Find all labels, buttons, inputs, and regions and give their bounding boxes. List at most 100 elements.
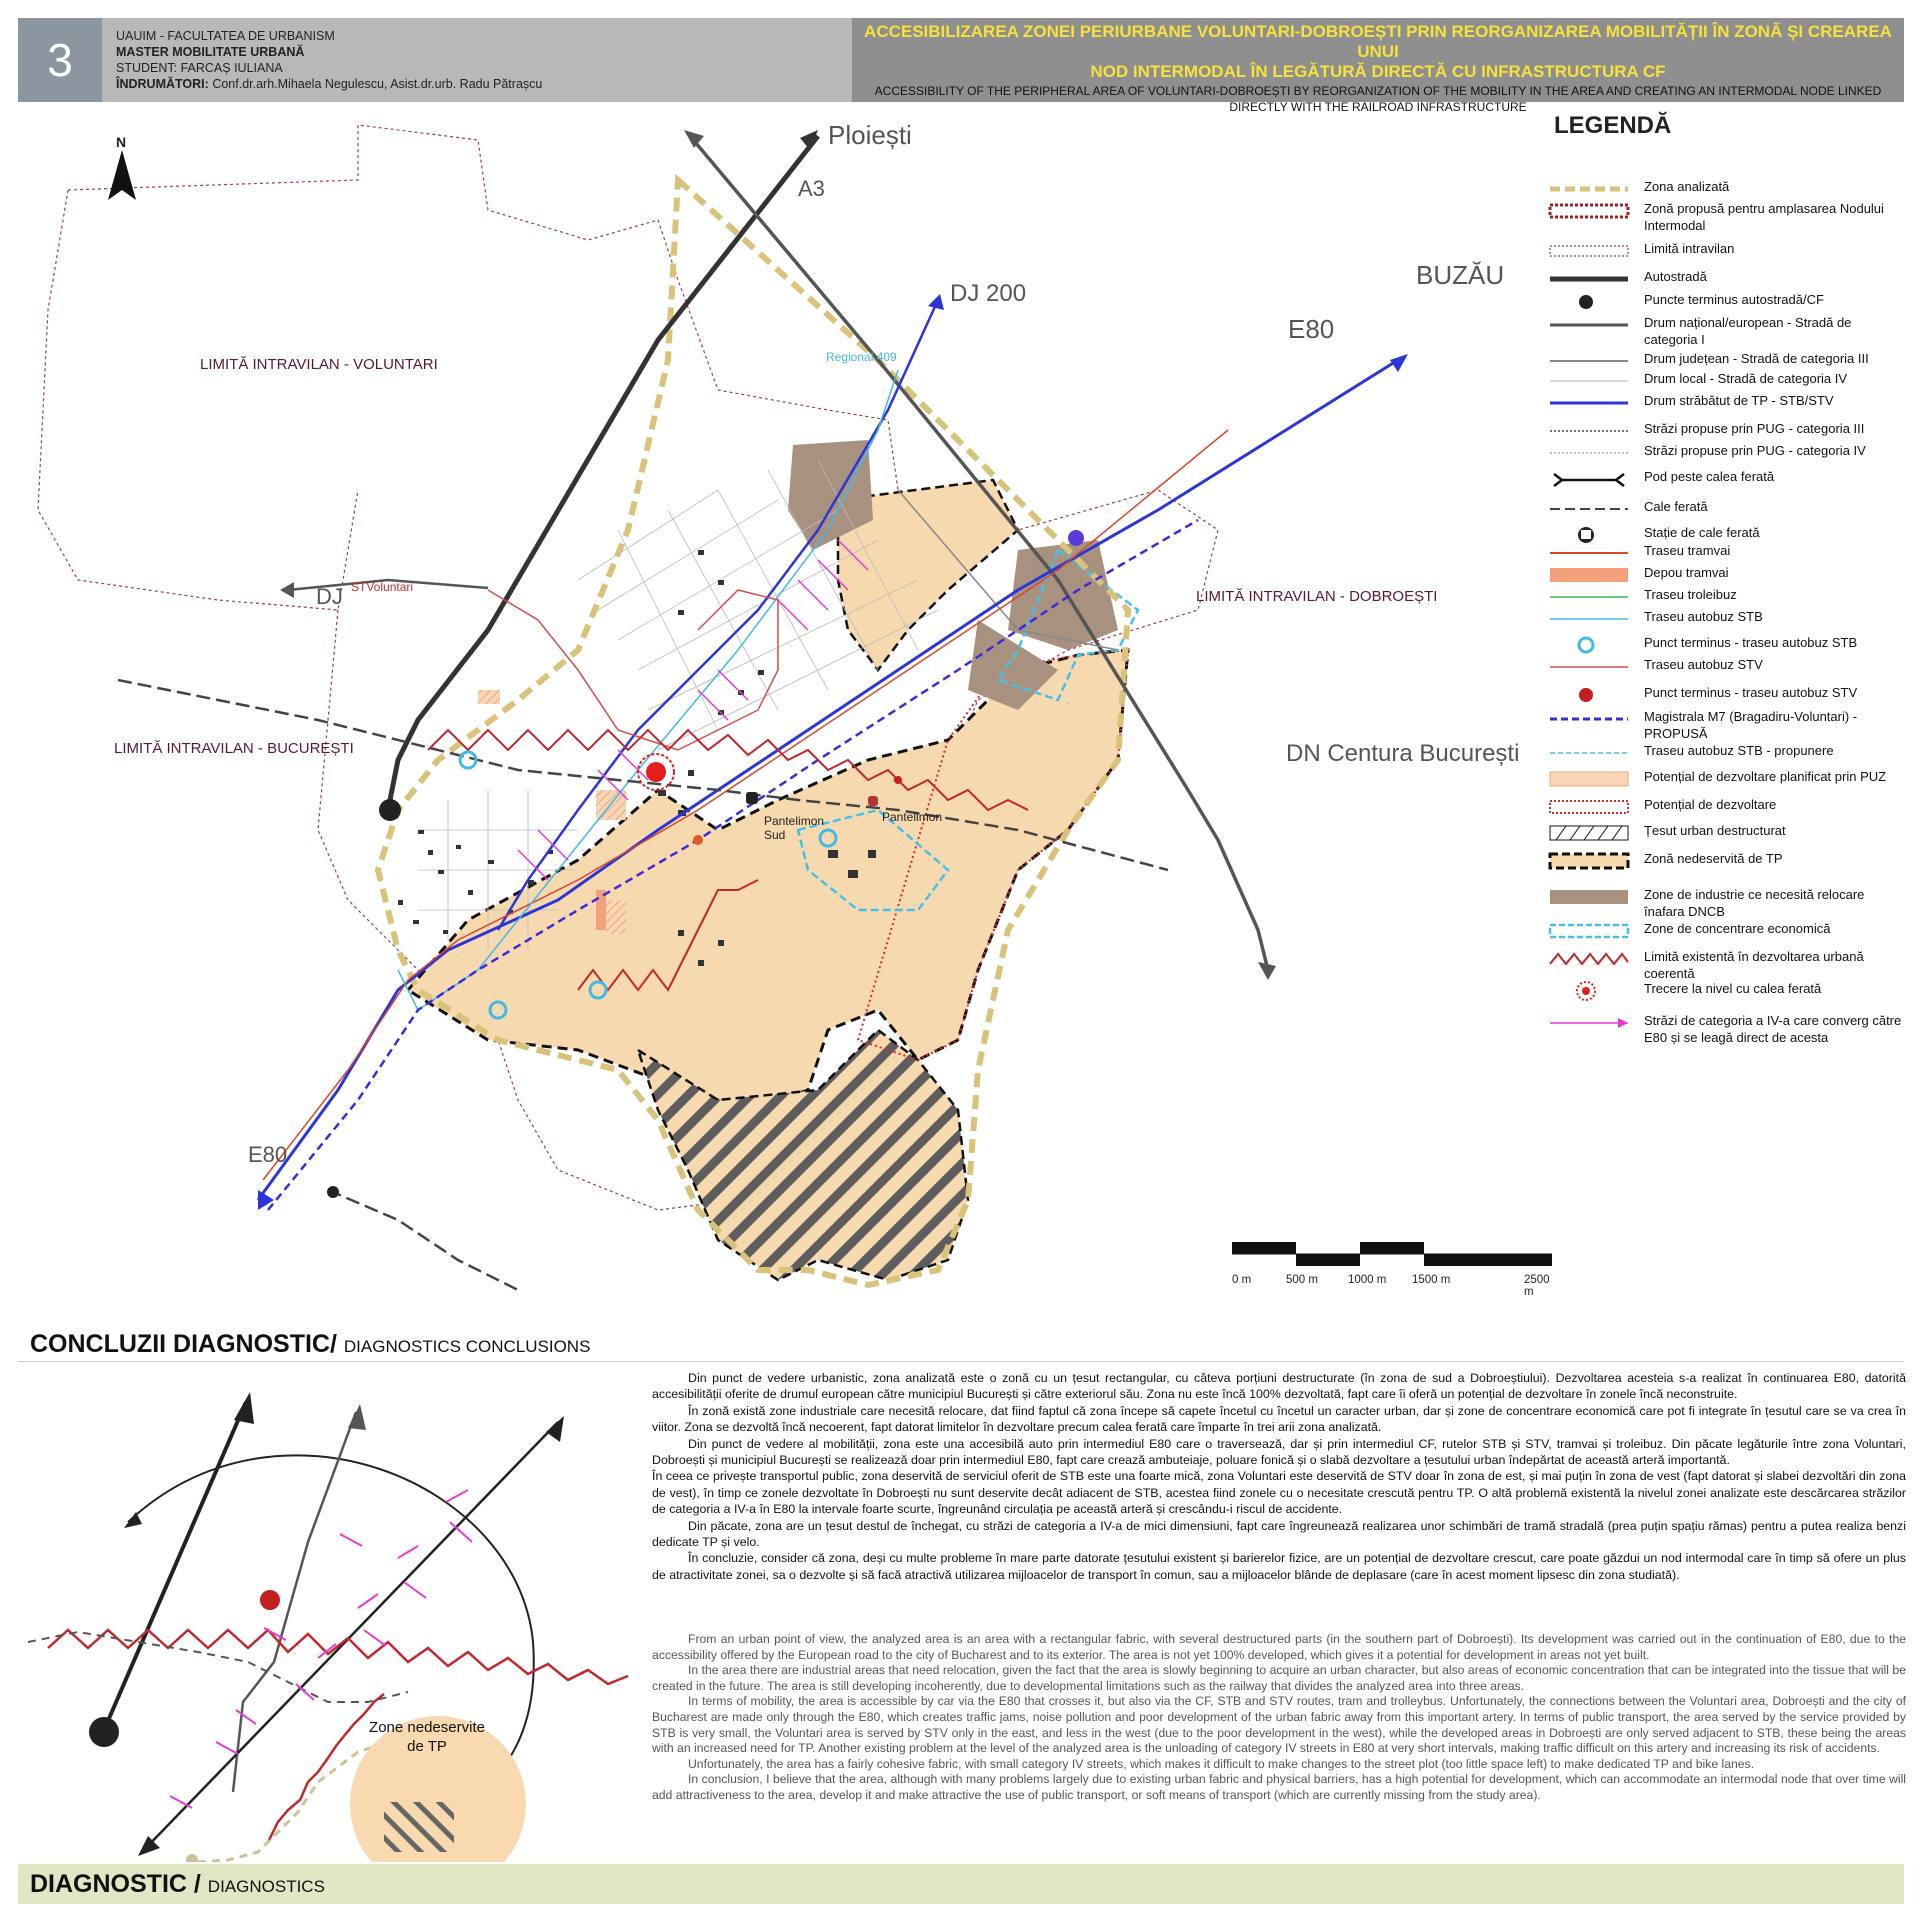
north-label: N [116, 134, 127, 150]
ro-paragraph-4: În ceea ce privește transportul public, … [652, 1469, 1906, 1517]
legend-label: Stație de cale ferată [1644, 525, 1760, 540]
legend-symbol-zona-propusa [1546, 200, 1632, 220]
terminus-stb-3 [588, 980, 608, 1000]
legend-symbol-puncte-terminus [1546, 291, 1632, 311]
industrie-2 [1008, 540, 1118, 650]
diagram-e80 [141, 1421, 559, 1853]
legend-label: Limită intravilan [1644, 241, 1735, 256]
diagram-a3 [102, 1401, 248, 1731]
terminus-stb-1 [458, 750, 478, 770]
arrow-dj [280, 582, 294, 598]
arrow-e80 [258, 1190, 274, 1210]
legend-item-stb-propunere: Traseu autobuz STB - propunere [1540, 742, 1910, 762]
tram-route [262, 429, 1229, 1181]
legend-label: Țesut urban destructurat [1644, 823, 1786, 838]
legend-label: Cale ferată [1644, 499, 1708, 514]
arrow-ploiesti [800, 130, 818, 150]
tesut-destructurat [635, 1028, 970, 1282]
legend-item-traseu-troleibuz: Traseu troleibuz [1540, 586, 1910, 606]
legend-item-drum-national: Drum național/european - Stradă de categ… [1540, 314, 1910, 347]
terminus-cf [327, 1186, 339, 1198]
legend-symbol-traseu-tramvai [1546, 542, 1632, 562]
legend-label: Autostradă [1644, 269, 1707, 284]
legend-item-puncte-terminus: Puncte terminus autostradă/CF [1540, 291, 1910, 311]
diagram-arc-arrow-2 [124, 1512, 142, 1528]
conclusions-header: CONCLUZII DIAGNOSTIC/ DIAGNOSTICS CONCLU… [18, 1322, 1904, 1362]
legend-symbol-stb-propunere [1546, 742, 1632, 762]
diagram-hatch [384, 1802, 454, 1852]
legend-item-limita-intravilan: Limită intravilan [1540, 240, 1910, 260]
label-limit-bucuresti: LIMITĂ INTRAVILAN - BUCUREȘTI [114, 740, 354, 757]
legend-symbol-strazi-puz-3 [1546, 420, 1632, 440]
ro-paragraph-6: În concluzie, consider că zona, deși cu … [652, 1551, 1906, 1582]
diagram-unserved-label: Zone nedeservite de TP [369, 1719, 485, 1755]
en-paragraph-3: In terms of mobility, the area is access… [652, 1694, 1906, 1756]
limita-dezvoltare-1 [427, 728, 1029, 812]
dn-centura [876, 358, 1270, 971]
scale-label-500: 500 m [1286, 1274, 1318, 1286]
legend-label: Străzi de categoria a IV-a care converg … [1644, 1013, 1902, 1045]
conclusions-title-en: DIAGNOSTICS CONCLUSIONS [343, 1337, 591, 1356]
potential-puz-2 [478, 690, 500, 704]
legend-item-strazi-converg: Străzi de categoria a IV-a care converg … [1540, 1012, 1910, 1045]
limit-bucuresti [317, 609, 779, 1211]
legend-item-tesut-destructurat: Țesut urban destructurat [1540, 822, 1910, 842]
scale-label-2500: 2500 m [1524, 1274, 1550, 1298]
zone-nedeservita-south [405, 648, 1130, 1112]
legend-item-autostrada: Autostradă [1540, 268, 1910, 288]
cale-ferata-sud [327, 1188, 519, 1292]
legend-symbol-depou-tramvai [1546, 564, 1632, 584]
legend-label: Punct terminus - traseu autobuz STV [1644, 685, 1858, 700]
legend-label: Potențial de dezvoltare planificat prin … [1644, 769, 1887, 784]
conclusions-title: CONCLUZII DIAGNOSTIC/ DIAGNOSTICS CONCLU… [30, 1330, 590, 1359]
diagram-e80-arrow [546, 1416, 564, 1442]
diagnostic-title: DIAGNOSTIC / DIAGNOSTICS [30, 1870, 325, 1899]
ro-paragraph-5: Din păcate, zona are un țesut destul de … [652, 1518, 1906, 1550]
label-limit-dobroesti: LIMITĂ INTRAVILAN - DOBROEȘTI [1196, 588, 1438, 605]
legend-item-traseu-stv: Traseu autobuz STV [1540, 656, 1910, 676]
legend-label: Zone de concentrare economică [1644, 921, 1831, 936]
legend-item-drum-judetean: Drum județean - Stradă de categoria III [1540, 350, 1910, 370]
label-a3: A3 [798, 176, 825, 201]
header-title: ACCESIBILIZAREA ZONEI PERIURBANE VOLUNTA… [852, 18, 1904, 114]
scale-bar: 0 m 500 m 1000 m 1500 m 2500 m [1232, 1238, 1562, 1298]
scale-bar-graphic [1232, 1242, 1552, 1266]
legend-item-drum-local: Drum local - Stradă de categoria IV [1540, 370, 1910, 390]
legend-symbol-traseu-troleibuz [1546, 586, 1632, 606]
trecere-nivel-ring [637, 753, 675, 791]
legend-item-traseu-stb: Traseu autobuz STB [1540, 608, 1910, 628]
legend-symbol-industrie [1546, 886, 1632, 906]
map-canvas [37, 124, 1408, 1292]
legend-item-statie-cf: Stație de cale ferată [1540, 524, 1910, 544]
tutors-label: ÎNDRUMĂTORI: [116, 77, 209, 91]
legend-label: Zone de industrie ce necesită relocare î… [1644, 887, 1865, 919]
limit-voluntari [37, 124, 1219, 791]
diagram-road-arrow [348, 1404, 366, 1430]
header-info: UAUIM - FACULTATEA DE URBANISM MASTER MO… [102, 18, 852, 102]
legend-item-potential: Potențial de dezvoltare [1540, 796, 1910, 816]
diagram-end-dot [186, 1854, 198, 1866]
autostrada-a3 [385, 134, 820, 811]
legend-symbol-statie-cf [1546, 524, 1632, 544]
label-buzau: BUZĂU [1416, 260, 1505, 290]
legend-symbol-tesut-destructurat [1546, 822, 1632, 842]
label-pantelimon: Pantelimon [882, 810, 943, 824]
legend-symbol-concentrare [1546, 920, 1632, 940]
legend-label: Punct terminus - traseu autobuz STB [1644, 635, 1858, 650]
label-e80-top: E80 [1288, 314, 1335, 344]
legend-symbol-strazi-puz-4 [1546, 442, 1632, 462]
legend-item-limita-dezvoltare: Limită existentă în dezvoltarea urbană c… [1540, 948, 1910, 981]
panel-number: 3 [18, 18, 102, 102]
legend-item-terminus-stb: Punct terminus - traseu autobuz STB [1540, 634, 1910, 654]
en-paragraph-5: In conclusion, I believe that the area, … [652, 1772, 1906, 1802]
legend-symbol-traseu-stb [1546, 608, 1632, 628]
diagnostic-title-en: DIAGNOSTICS [207, 1877, 325, 1896]
legend-symbol-zona-nedeservita [1546, 850, 1632, 870]
dj200-tp-route [496, 299, 940, 931]
legend-symbol-potential [1546, 796, 1632, 816]
legend-item-potential-puz: Potențial de dezvoltare planificat prin … [1540, 768, 1910, 788]
program: MASTER MOBILITATE URBANĂ [116, 45, 305, 59]
industrie-1 [788, 440, 873, 550]
map[interactable]: N Ploiești A3 DJ 200 BUZĂU E80 E80 DJ DN… [18, 110, 1519, 1310]
terminus-dj200 [1068, 530, 1084, 546]
